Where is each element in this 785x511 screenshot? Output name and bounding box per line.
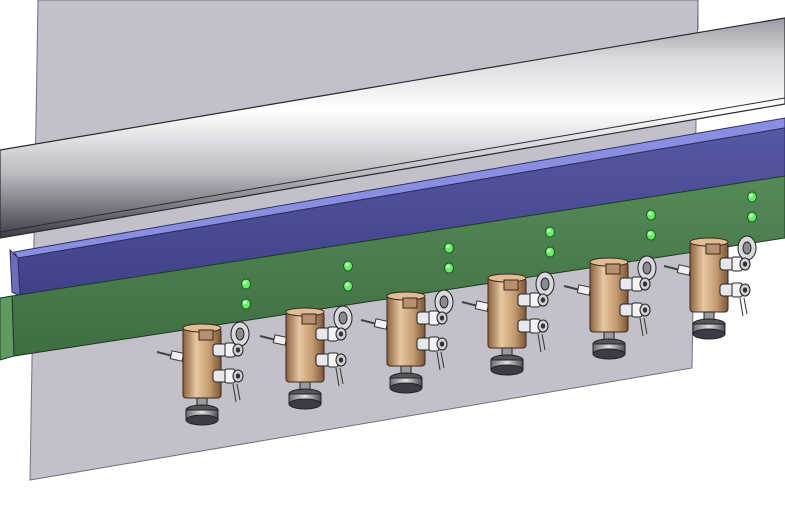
indicator-pair (545, 226, 555, 258)
indicator-light (343, 260, 353, 272)
valve-unit[interactable] (461, 271, 555, 376)
indicator-light (545, 246, 555, 258)
valve-unit[interactable] (360, 289, 454, 394)
indicator-light (444, 242, 454, 254)
indicator-light (241, 278, 251, 290)
indicator-light (343, 280, 353, 292)
valve-unit[interactable] (259, 305, 353, 410)
indicator-light (646, 209, 656, 221)
indicator-light (241, 298, 251, 310)
valve-units (156, 235, 757, 426)
roller[interactable] (0, 17, 785, 239)
indicator-light (444, 262, 454, 274)
valve-unit[interactable] (563, 255, 657, 360)
valve-unit[interactable] (663, 235, 757, 340)
indicator-light (545, 226, 555, 238)
indicator-light (747, 191, 757, 203)
indicator-pair (343, 260, 353, 292)
indicator-pair (646, 209, 656, 241)
indicator-light (747, 211, 757, 223)
indicator-pair (747, 191, 757, 223)
indicator-pair (444, 242, 454, 274)
indicator-light (646, 229, 656, 241)
indicator-pair (241, 278, 251, 310)
green-beam[interactable] (0, 175, 785, 361)
valve-unit[interactable] (156, 321, 250, 426)
indicator-lights (241, 191, 757, 310)
